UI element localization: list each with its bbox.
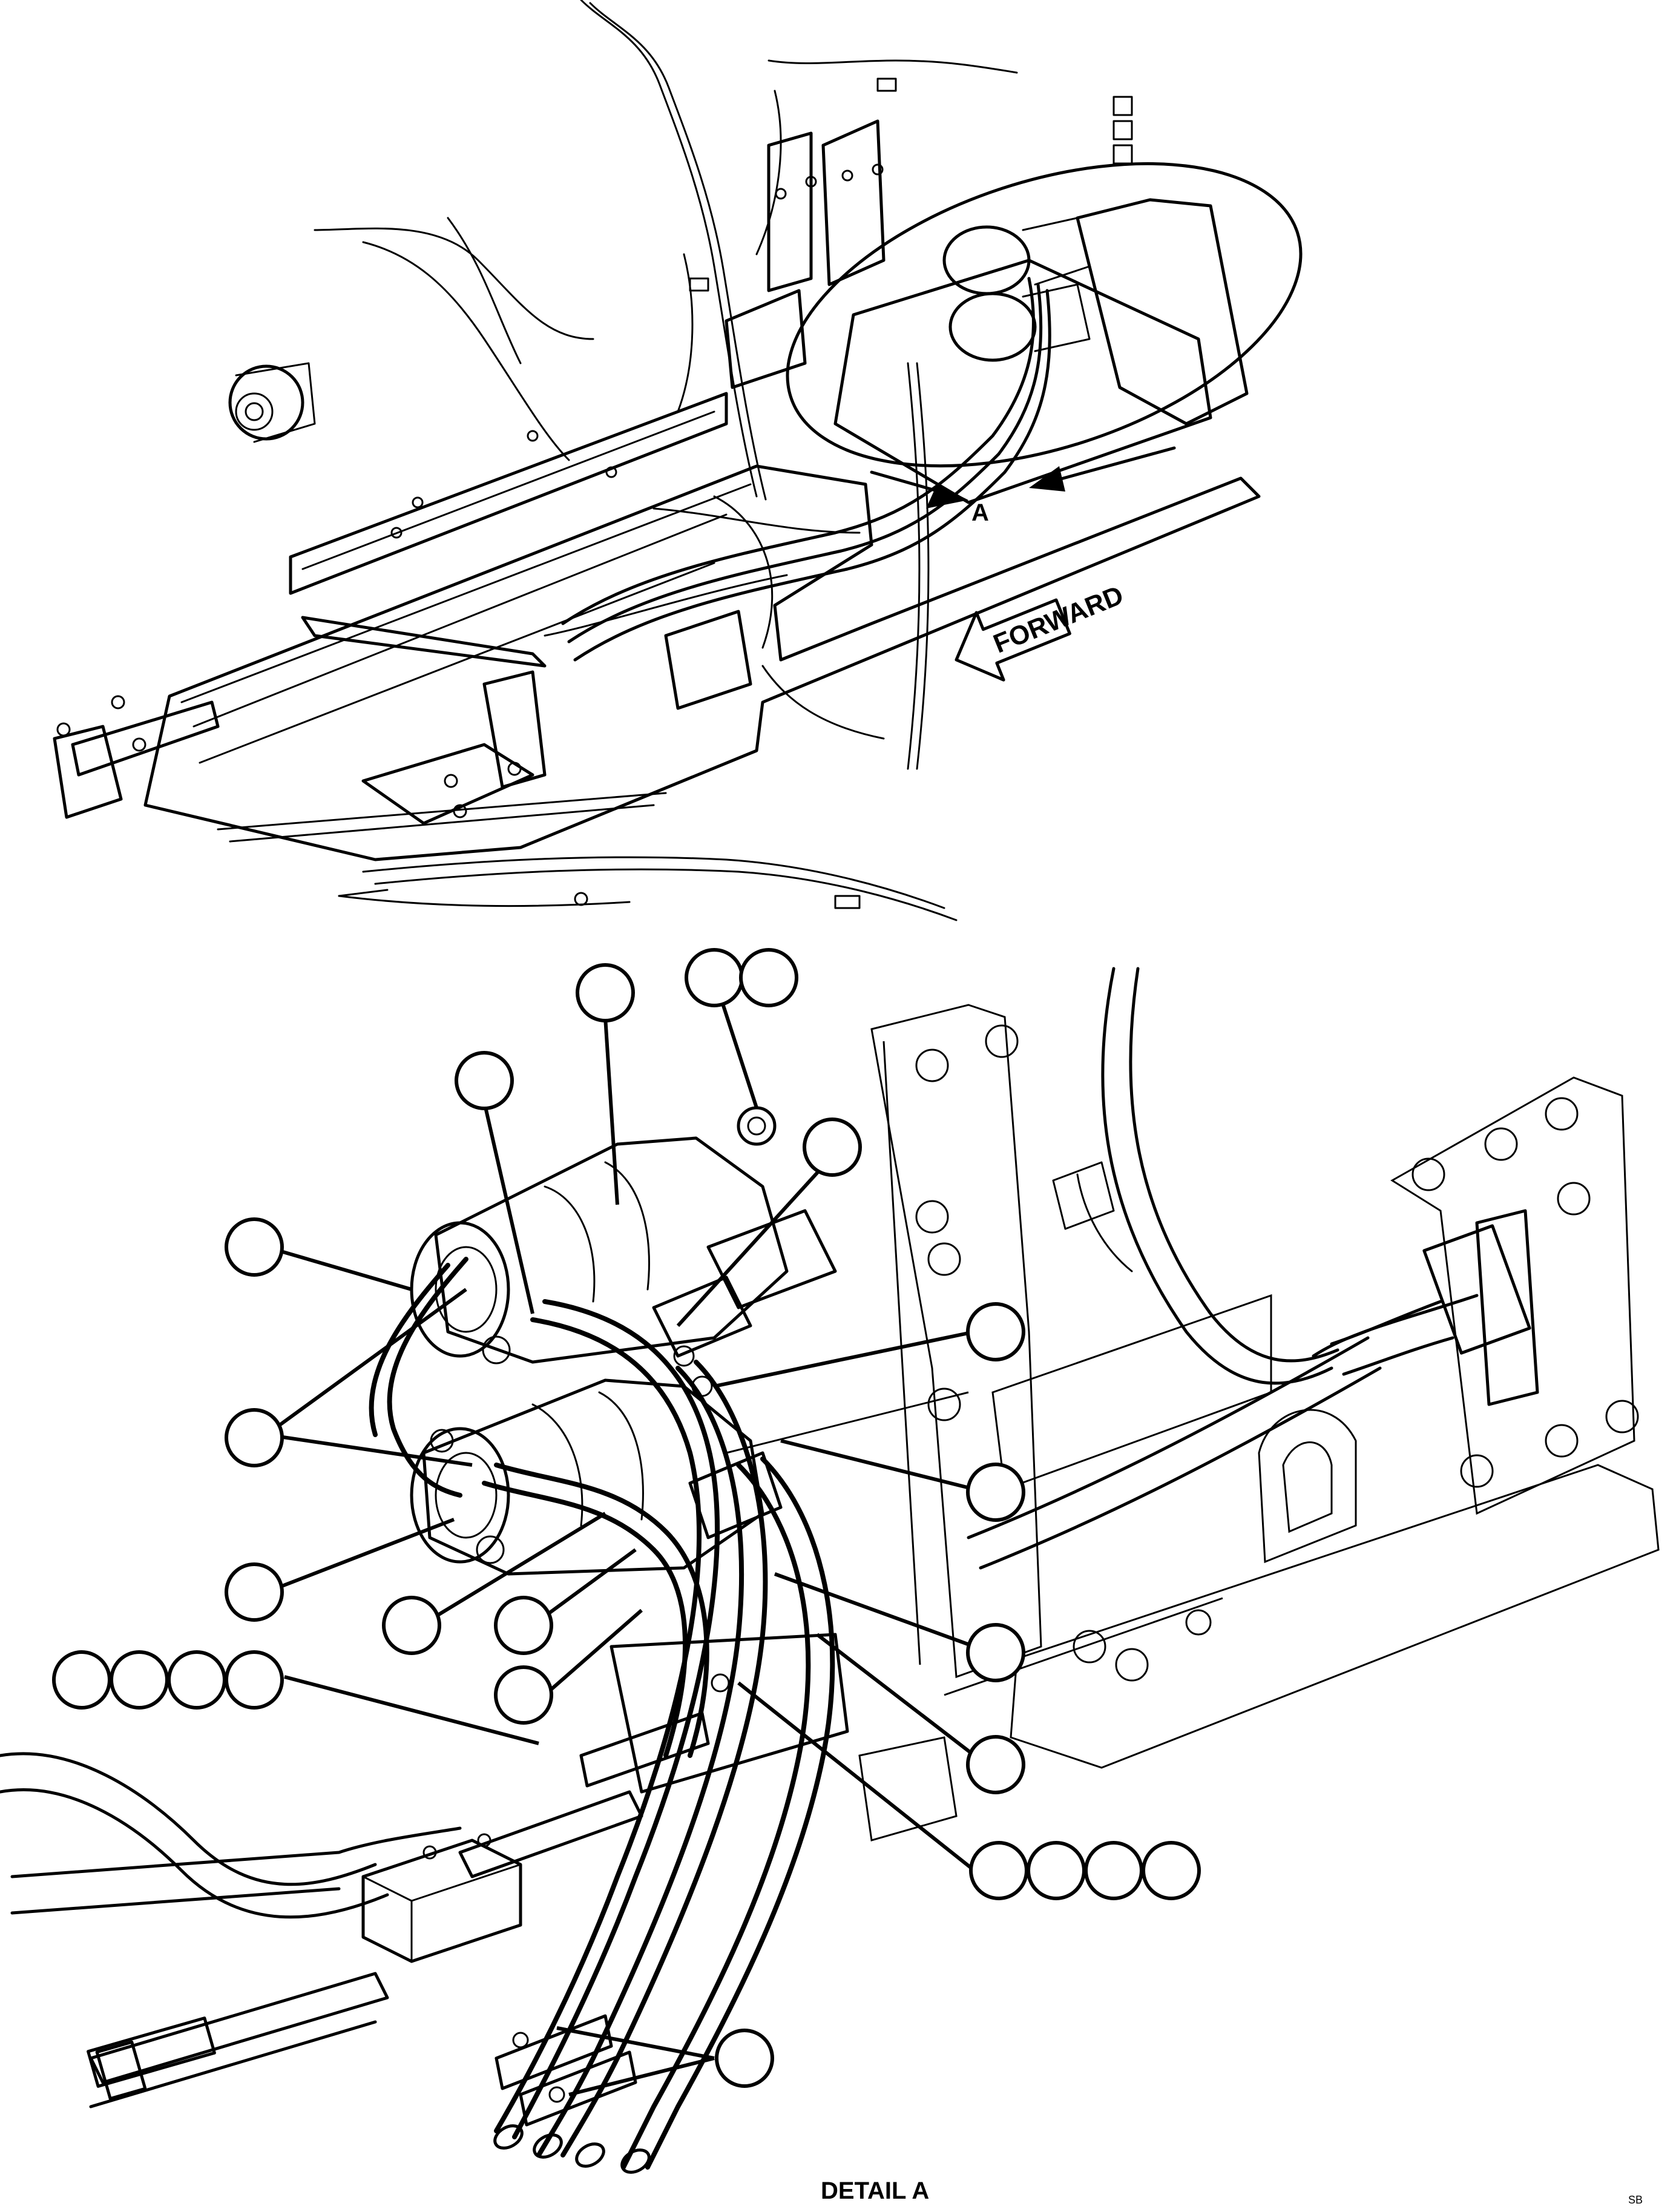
callout-balloon bbox=[225, 1408, 284, 1467]
alternator-overview bbox=[228, 362, 316, 443]
callout-balloon bbox=[494, 1665, 553, 1725]
hose-right bbox=[1052, 967, 1531, 1385]
forward-arrow: FORWARD bbox=[955, 580, 1128, 682]
callout-balloon bbox=[966, 1463, 1025, 1522]
callout-balloon bbox=[739, 948, 798, 1007]
callout-balloon bbox=[225, 1217, 284, 1277]
callout-balloon bbox=[110, 1650, 169, 1710]
callout-balloon bbox=[494, 1596, 553, 1655]
battery-cable-bundle bbox=[561, 277, 1051, 662]
detail-ref-letter: A bbox=[971, 499, 989, 526]
wiring-harness-overview bbox=[314, 0, 1018, 921]
callout-balloons bbox=[52, 948, 1201, 2088]
bracket-bolts bbox=[915, 1024, 1639, 1682]
callout-balloon bbox=[455, 1051, 514, 1110]
callout-balloon bbox=[966, 1302, 1025, 1361]
chassis-frame bbox=[53, 119, 1261, 861]
callout-balloon bbox=[715, 2029, 774, 2088]
callout-balloon bbox=[1027, 1841, 1086, 1900]
callout-balloon bbox=[685, 948, 744, 1007]
cable-ends bbox=[493, 2124, 651, 2174]
callout-balloon bbox=[225, 1650, 284, 1710]
callout-balloon bbox=[225, 1562, 284, 1622]
starter-motors-overview bbox=[942, 217, 1091, 362]
starter-motor-upper bbox=[410, 1106, 837, 1364]
detail-arrows bbox=[870, 446, 1176, 509]
detail-a-ellipse bbox=[786, 162, 1303, 468]
callout-balloon bbox=[803, 1118, 862, 1177]
callout-leaders bbox=[265, 977, 976, 2096]
overview-view: A FORWARD bbox=[53, 0, 1303, 921]
callout-balloon bbox=[167, 1650, 226, 1710]
callout-balloon bbox=[576, 963, 635, 1022]
mounting-bracket bbox=[726, 1004, 1660, 1842]
connector-right bbox=[1312, 1209, 1539, 1406]
detail-caption: DETAIL A bbox=[821, 2177, 929, 2204]
callout-balloon bbox=[966, 1735, 1025, 1794]
detail-a-view bbox=[0, 948, 1660, 2174]
harness-connectors bbox=[338, 77, 1133, 909]
callout-balloon bbox=[1142, 1841, 1201, 1900]
drawing-code: SB bbox=[1628, 2194, 1643, 2206]
callout-balloon bbox=[382, 1596, 441, 1655]
junction-box bbox=[361, 1633, 849, 1963]
callout-balloon bbox=[966, 1623, 1025, 1682]
callout-balloon bbox=[1084, 1841, 1143, 1900]
callout-balloon bbox=[969, 1841, 1028, 1900]
callout-balloon bbox=[52, 1650, 111, 1710]
battery-cables-detail bbox=[369, 1257, 835, 2170]
cross-pipes bbox=[0, 1336, 1382, 2108]
